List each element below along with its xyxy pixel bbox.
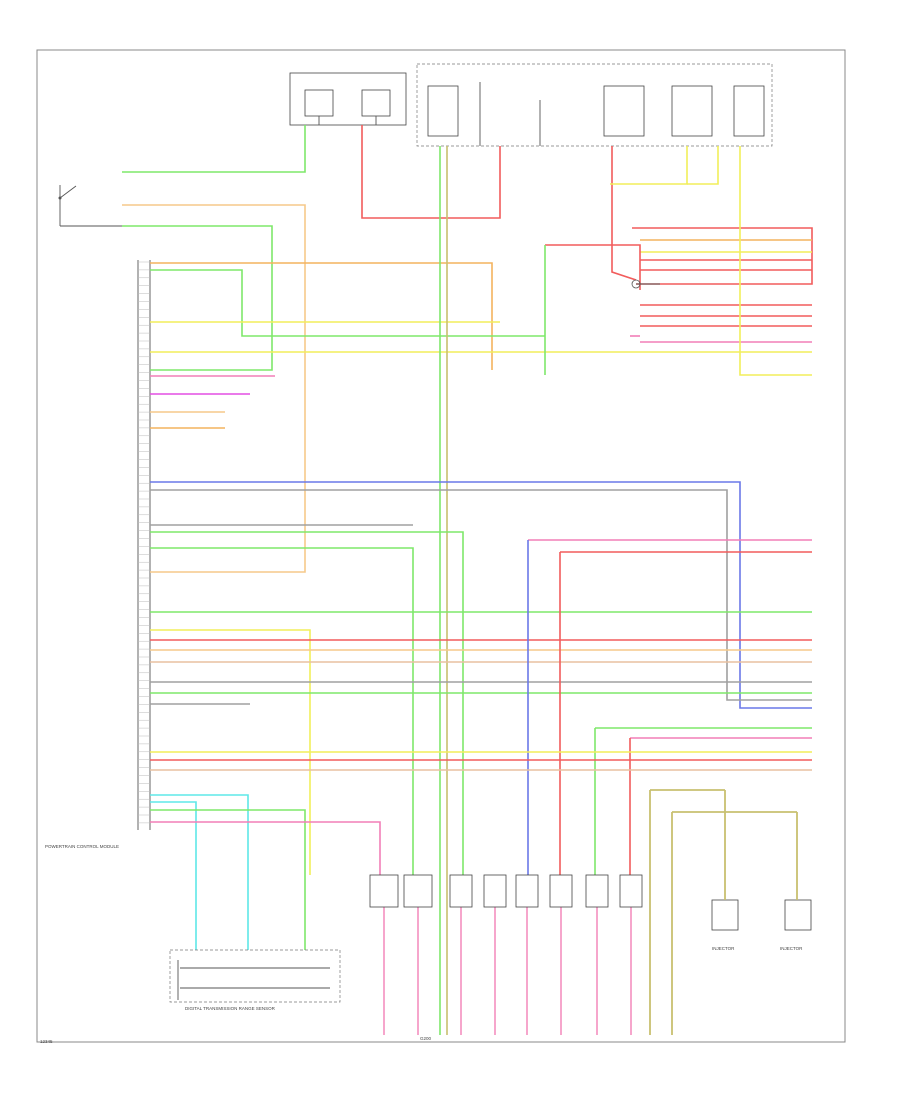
wire [150, 794, 249, 950]
wire [610, 146, 688, 185]
wire [687, 146, 719, 185]
injector-pair [649, 789, 812, 1035]
solenoid-row [369, 874, 643, 908]
wire [122, 204, 306, 573]
wire [150, 801, 197, 950]
sheet-id: 12345 [40, 1039, 53, 1044]
wire [150, 481, 812, 709]
pcm-connector [137, 260, 151, 830]
wire [122, 125, 306, 173]
fuse-box-left [289, 72, 407, 126]
wire [150, 809, 306, 950]
wire [361, 125, 501, 219]
relay-module-right [631, 279, 660, 289]
wire [545, 244, 641, 290]
wire [150, 547, 414, 875]
wire [122, 225, 273, 371]
wire [632, 227, 813, 285]
wire [150, 489, 812, 701]
wire [611, 146, 637, 281]
diagram-frame [36, 49, 846, 1043]
wire [150, 262, 493, 370]
wire [150, 269, 545, 337]
ttg-label: DIGITAL TRANSMISSION RANGE SENSOR [185, 1006, 276, 1011]
wire [739, 146, 812, 376]
wire-runs [122, 125, 813, 1035]
central-junction-box [416, 63, 773, 147]
pcm-label: POWERTRAIN CONTROL MODULE [45, 844, 119, 849]
injector-label-1: INJECTOR [712, 946, 735, 951]
wire [150, 821, 381, 875]
transmission-range-sensor [169, 949, 341, 1003]
footer-ref: G200 [420, 1036, 432, 1041]
wire [150, 629, 311, 875]
injector-label-2: INJECTOR [780, 946, 803, 951]
